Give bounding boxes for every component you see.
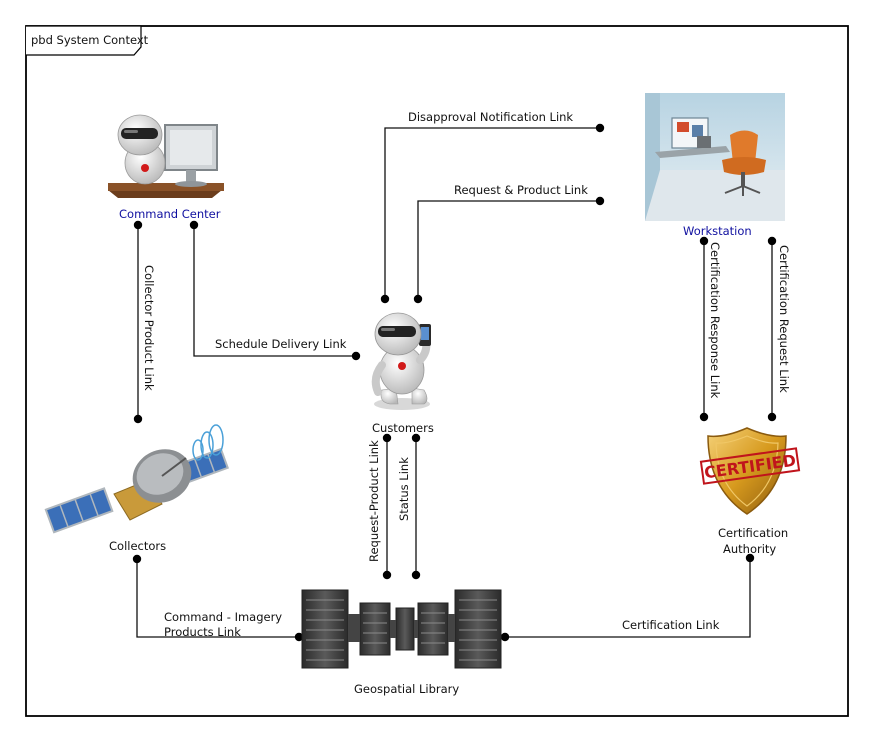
- endpoint-dot: [767, 412, 777, 422]
- schedule-delivery-line: [193, 225, 356, 357]
- endpoint-dot: [132, 554, 142, 564]
- server-racks-icon: [301, 589, 502, 669]
- endpoint-dot: [133, 220, 143, 230]
- disapproval-notification-link-label: Disapproval Notification Link: [408, 110, 573, 124]
- disapproval-notification-line: [384, 127, 600, 299]
- geospatial-library-label: Geospatial Library: [354, 682, 459, 696]
- endpoint-dot: [767, 236, 777, 246]
- endpoint-dot: [351, 351, 361, 361]
- diagram-frame: pbd System Context: [25, 25, 849, 717]
- collectors-node: Collectors: [44, 424, 230, 553]
- connection-lines: [136, 127, 773, 638]
- request-product-library-link-label: Request-Product Link: [367, 440, 381, 562]
- robot-with-phone-icon: [371, 312, 431, 410]
- certification-line: [505, 558, 751, 638]
- satellite-icon: [44, 424, 230, 534]
- endpoint-dot: [189, 220, 199, 230]
- command-imagery-link-label-line1: Command - Imagery: [164, 610, 282, 624]
- command-imagery-link-label-line2: Products Link: [164, 625, 241, 639]
- customers-node: Customers: [371, 312, 434, 435]
- certification-response-link-label: Certification Response Link: [708, 242, 722, 399]
- endpoint-dots: [132, 123, 777, 642]
- certified-shield-icon: CERTIFIED: [699, 427, 801, 515]
- link-labels: Disapproval Notification Link Request & …: [142, 110, 791, 639]
- endpoint-dot: [294, 632, 304, 642]
- endpoint-dot: [411, 570, 421, 580]
- collector-product-link-label: Collector Product Link: [142, 265, 156, 391]
- office-workstation-icon: [645, 93, 785, 221]
- workstation-node: Workstation: [645, 93, 785, 238]
- certification-link-label: Certification Link: [622, 618, 720, 632]
- status-link-label: Status Link: [397, 457, 411, 521]
- endpoint-dot: [380, 294, 390, 304]
- endpoint-dot: [595, 123, 605, 133]
- collectors-label: Collectors: [109, 539, 166, 553]
- schedule-delivery-link-label: Schedule Delivery Link: [215, 337, 347, 351]
- endpoint-dot: [699, 236, 709, 246]
- certification-authority-label-line2: Authority: [723, 542, 776, 556]
- customers-label: Customers: [372, 421, 434, 435]
- frame-title: pbd System Context: [31, 33, 149, 47]
- endpoint-dot: [411, 433, 421, 443]
- geospatial-library-node: Geospatial Library: [301, 589, 502, 696]
- certification-authority-label-line1: Certification: [718, 526, 788, 540]
- request-product-line: [417, 200, 600, 299]
- endpoint-dot: [699, 412, 709, 422]
- workstation-label: Workstation: [683, 224, 752, 238]
- endpoint-dot: [382, 433, 392, 443]
- certification-authority-node: CERTIFIED Certification Authority: [699, 427, 801, 556]
- command-center-label: Command Center: [119, 207, 221, 221]
- command-imagery-line: [136, 559, 299, 638]
- endpoint-dot: [133, 414, 143, 424]
- endpoint-dot: [595, 196, 605, 206]
- robot-at-computer-icon: [108, 114, 224, 198]
- certification-request-link-label: Certification Request Link: [777, 245, 791, 393]
- endpoint-dot: [413, 294, 423, 304]
- endpoint-dot: [500, 632, 510, 642]
- endpoint-dot: [745, 553, 755, 563]
- endpoint-dot: [382, 570, 392, 580]
- command-center-node: Command Center: [108, 114, 224, 221]
- request-product-link-label: Request & Product Link: [454, 183, 588, 197]
